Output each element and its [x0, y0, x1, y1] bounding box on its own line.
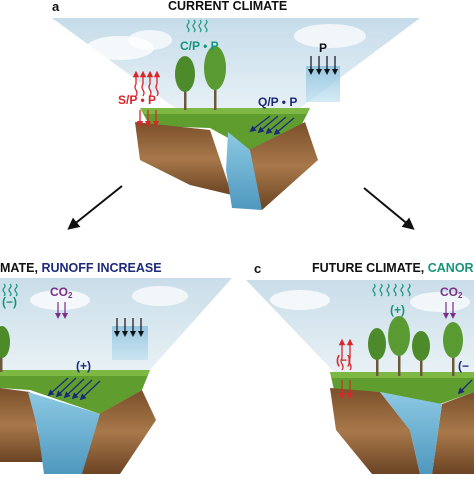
cloud [294, 24, 366, 48]
panel-c-stream [380, 392, 442, 474]
panel-a-soil-label: S/P • P [118, 93, 156, 107]
panel-a-soil-evap-icon [132, 70, 161, 128]
panel-c-trees [368, 316, 463, 376]
panel-c-runoff-change: (− [458, 359, 470, 373]
panel-a-letter: a [52, 0, 60, 14]
arrow-to-panel-b-icon [67, 185, 123, 230]
panel-b-title-prefix: MATE, [0, 261, 42, 275]
panel-b-title: MATE, RUNOFF INCREASE [0, 262, 162, 275]
arrow-to-panel-c-icon [363, 187, 415, 230]
panel-b-stream [28, 392, 100, 474]
panel-b-grass-highlight [0, 370, 150, 376]
panel-a-canopy-evap-icon [186, 19, 208, 33]
cloud [132, 286, 188, 306]
panel-a-canopy-label: C/P • P [180, 39, 219, 53]
cloud [30, 290, 90, 310]
panel-c-title-prefix: FUTURE CLIMATE, [312, 261, 428, 275]
panel-a [52, 18, 420, 210]
panel-c-title: FUTURE CLIMATE, CANOR [312, 262, 474, 275]
panel-c-title-emphasis: CANOR [427, 261, 474, 275]
panel-c-soil-left [330, 388, 420, 474]
panel-b-soil-right [80, 390, 156, 474]
panel-b-canopy-change: (−) [2, 295, 17, 309]
panel-c-grass-highlight [330, 372, 474, 378]
panel-c-soil-change: (−) [336, 353, 351, 367]
cloud [270, 290, 330, 310]
panel-b-tree [0, 326, 10, 372]
panel-c-grass [330, 372, 474, 404]
panel-c-canopy-change: (+) [390, 303, 405, 317]
panel-b-runoff-arrows-icon [47, 377, 101, 401]
panel-b-title-emphasis: RUNOFF INCREASE [41, 261, 162, 275]
panel-a-trees [175, 46, 226, 110]
panel-a-stream [226, 132, 262, 210]
panel-a-runoff-label: Q/P • P [258, 95, 298, 109]
panel-c-soil-evap-icon [338, 338, 354, 400]
panel-c [246, 280, 474, 474]
panel-b-soil-left [0, 388, 44, 462]
panel-a-precip-arrows-icon [308, 56, 338, 75]
panel-b-co2-arrows-icon [55, 302, 68, 319]
panel-c-co2-label: CO2 [440, 285, 463, 300]
panel-b-co2-label: CO2 [50, 285, 73, 300]
panel-a-title: CURRENT CLIMATE [168, 0, 288, 13]
cloud [410, 292, 470, 312]
panel-c-canopy-evap-icon [372, 283, 411, 297]
panel-c-soil-right [432, 392, 474, 474]
panel-c-letter: c [254, 261, 262, 276]
panel-b-runoff-change: (+) [76, 359, 91, 373]
panel-a-grass-highlight [140, 108, 310, 114]
panel-b-grass [0, 370, 150, 414]
cloud [128, 30, 172, 50]
panel-b [0, 278, 232, 474]
panel-a-sky [52, 18, 420, 108]
panel-c-co2-arrows-icon [443, 302, 456, 319]
panel-a-runoff-arrows-icon [249, 115, 295, 136]
panel-b-canopy-evap-icon [2, 283, 18, 297]
panel-a-precip-label: P [319, 41, 328, 55]
panel-c-runoff-arrows-icon [457, 379, 473, 395]
panel-b-precip-arrows-icon [114, 318, 144, 337]
panel-a-soil-left [135, 122, 232, 195]
